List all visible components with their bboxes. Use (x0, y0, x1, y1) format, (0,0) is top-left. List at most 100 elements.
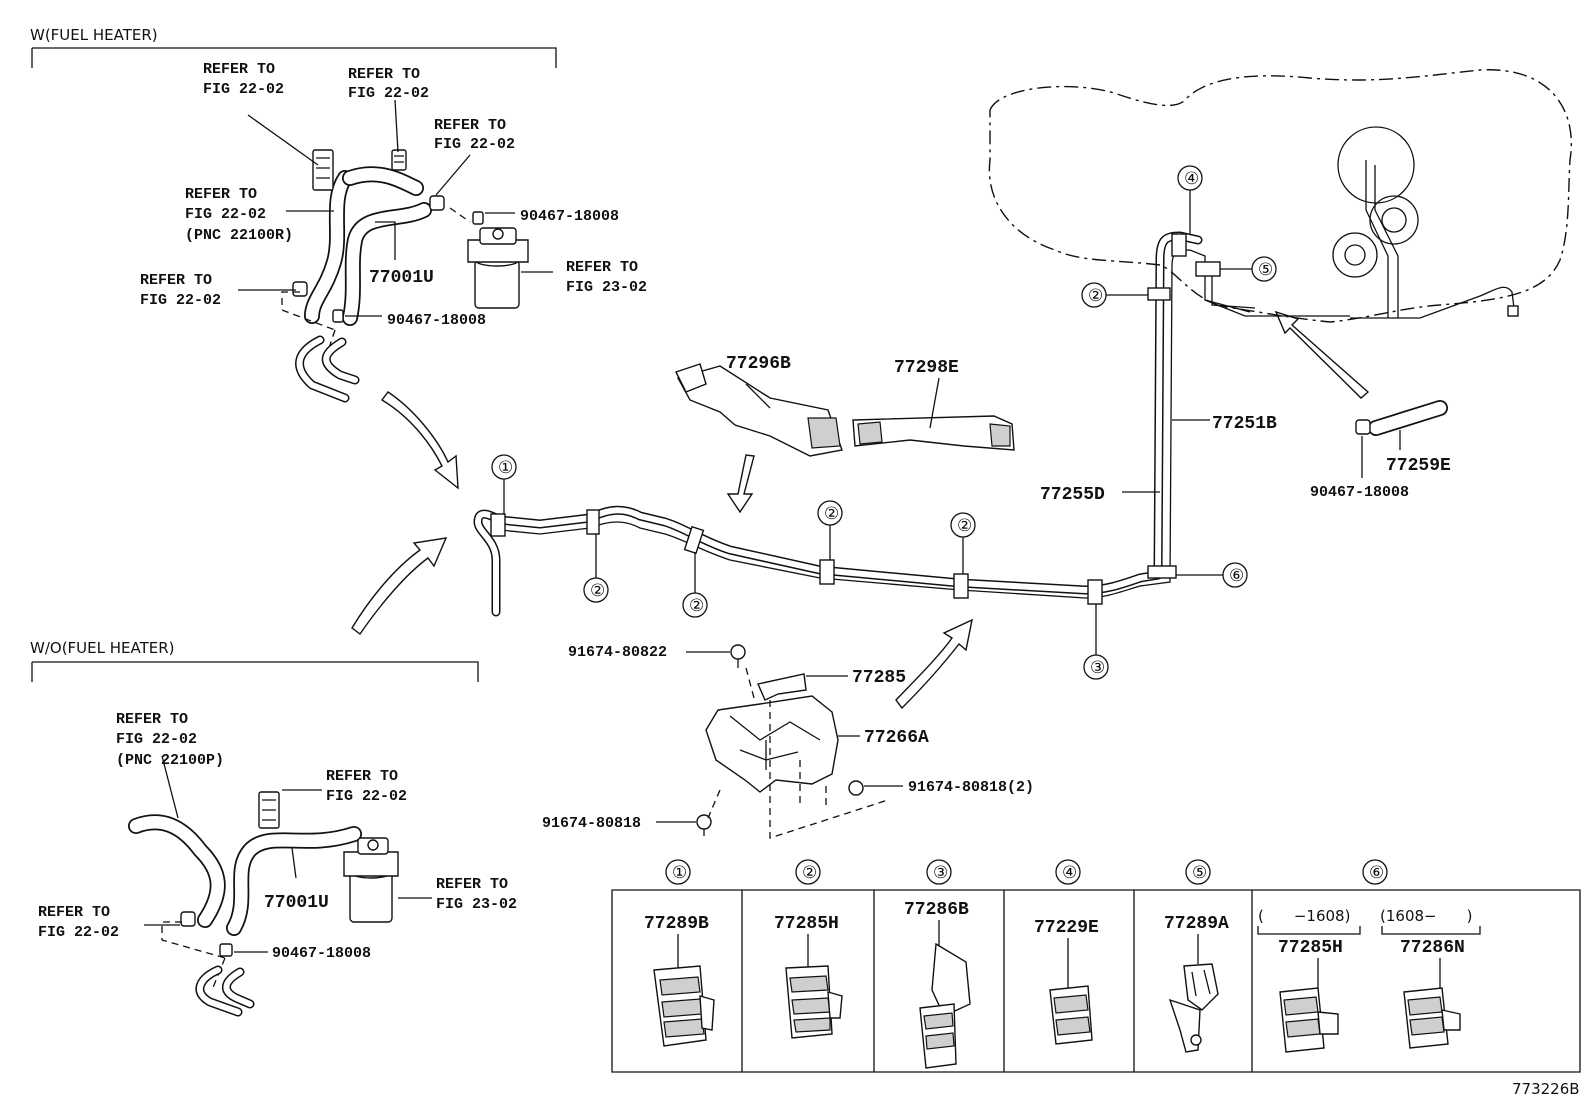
bolt-icon (848, 780, 864, 796)
fuel-filter-icon (343, 837, 399, 923)
svg-text:⑥: ⑥ (1229, 566, 1244, 586)
legend-header-3: ③ (926, 859, 952, 885)
legend-header-1: ① (665, 859, 691, 885)
tube-end-cap (1507, 305, 1519, 317)
svg-text:④: ④ (1062, 863, 1077, 883)
legend-part-77286b: 77286B (904, 900, 969, 920)
tube-clamps (490, 233, 1221, 605)
svg-text:③: ③ (933, 863, 948, 883)
part-number-77001u: 77001U (369, 268, 434, 288)
arrow-icon (1274, 310, 1370, 399)
clamp-77289a-icon (1168, 963, 1219, 1053)
clamp-2 (586, 509, 600, 535)
clamp-77286b-icon (919, 942, 971, 1069)
section-bracket (31, 661, 479, 682)
arrow-icon (726, 454, 755, 514)
clip-icon (1355, 419, 1371, 435)
hose-77259e (1355, 400, 1448, 450)
svg-text:②: ② (957, 516, 972, 536)
part-number-77298e: 77298E (894, 358, 959, 378)
clamp-5 (1195, 261, 1221, 277)
callout-4: ④ (1177, 165, 1203, 234)
arrow-icon (351, 537, 448, 635)
legend-range-b: (1608− ) (1380, 907, 1472, 925)
arrow-icon (380, 391, 459, 490)
section-title-without-heater: W/O(FUEL HEATER) (30, 639, 175, 657)
part-number-77001u: 77001U (264, 893, 329, 913)
callout-6: ⑥ (1176, 562, 1248, 588)
legend-part-77285h: 77285H (1278, 938, 1343, 958)
legend-part-77289a: 77289A (1164, 914, 1229, 934)
legend-header-6: ⑥ (1362, 859, 1388, 885)
clamp-4 (1171, 233, 1187, 257)
callout-1: ① (491, 454, 517, 514)
cover-77266a (705, 695, 839, 793)
clamp-77229e-icon (1049, 985, 1093, 1045)
clamp-77289b-icon (653, 965, 715, 1047)
callout-2: ② (817, 500, 843, 560)
part-number-clip: 90467-18008 (272, 945, 371, 962)
part-number-clip: 90467-18008 (387, 312, 486, 329)
fuel-tank-outline (988, 69, 1572, 323)
callout-3: ③ (1083, 604, 1109, 680)
part-number-clip: 90467-18008 (520, 208, 619, 225)
legend-part-77289b: 77289B (644, 914, 709, 934)
clamp-2 (683, 525, 705, 555)
legend-part-77285h: 77285H (774, 914, 839, 934)
callout-2: ② (583, 534, 609, 603)
svg-text:②: ② (689, 596, 704, 616)
clamp-3 (1087, 579, 1103, 605)
legend-header-5: ⑤ (1185, 859, 1211, 885)
legend-range-a: ( −1608) (1258, 907, 1350, 925)
clamp-77286n-icon (1403, 987, 1461, 1049)
svg-text:⑤: ⑤ (1192, 863, 1207, 883)
svg-text:②: ② (1088, 286, 1103, 306)
svg-text:②: ② (802, 863, 817, 883)
callout-2: ② (1081, 282, 1148, 308)
bolt-icon (730, 644, 746, 660)
svg-text:④: ④ (1184, 169, 1199, 189)
part-number-77259e: 77259E (1386, 456, 1451, 476)
part-number-bolt: 91674-80818(2) (908, 779, 1034, 796)
svg-text:⑥: ⑥ (1369, 863, 1384, 883)
clip-icon (180, 911, 196, 927)
clamp-6 (1147, 565, 1177, 579)
fuel-filter-icon (467, 227, 529, 309)
part-number-77296b: 77296B (726, 354, 791, 374)
clamp-2 (1147, 287, 1171, 301)
part-number-77285: 77285 (852, 668, 906, 688)
svg-text:②: ② (824, 504, 839, 524)
tube-protector-77296b (675, 363, 843, 457)
legend-header-4: ④ (1055, 859, 1081, 885)
callout-2: ② (950, 512, 976, 574)
section-title-with-heater: W(FUEL HEATER) (30, 26, 158, 44)
bracket-77285 (757, 673, 807, 701)
part-number-77266a: 77266A (864, 728, 929, 748)
callout-2: ② (682, 552, 708, 618)
svg-text:①: ① (672, 863, 687, 883)
svg-text:⑤: ⑤ (1258, 260, 1273, 280)
hose-clip-icon (292, 149, 484, 323)
legend-part-77229e: 77229E (1034, 918, 1099, 938)
part-number-bolt: 91674-80822 (568, 644, 667, 661)
clip-icon (219, 943, 233, 957)
with-fuel-heater-section: W(FUEL HEATER) (30, 26, 647, 403)
clamp-legend-table: ① ② ③ ④ ⑤ ⑥ 77289B 77285H 77286B 77229E … (611, 859, 1581, 1073)
legend-header-2: ② (795, 859, 821, 885)
cover-bracket-assembly (656, 644, 903, 839)
clamp-77285h-icon (785, 965, 843, 1039)
part-number-bolt: 91674-80818 (542, 815, 641, 832)
section-bracket (31, 47, 557, 68)
hose-22100p (128, 814, 226, 928)
arrow-icon (895, 618, 973, 710)
